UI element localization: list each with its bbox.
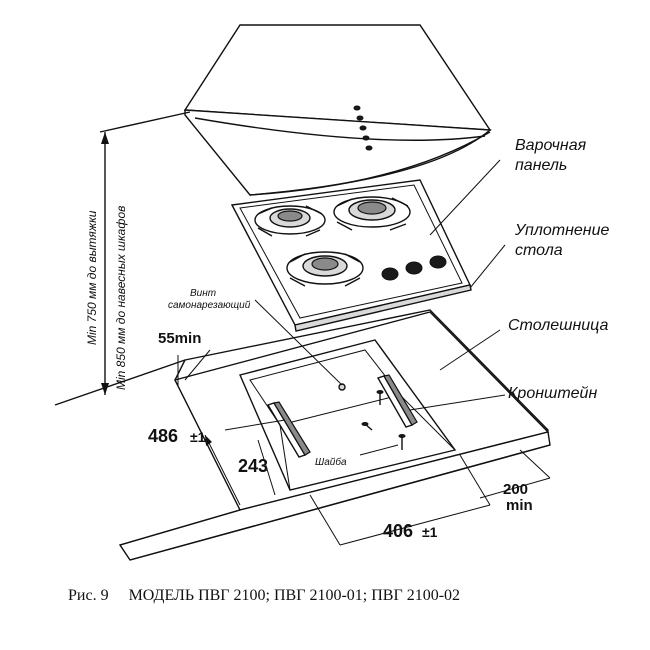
burner-bottom: [286, 251, 364, 287]
hob: [230, 179, 472, 332]
bracket-right: [376, 374, 418, 428]
dim-243: 243: [238, 456, 268, 476]
dim-200: 200: [503, 481, 528, 498]
dim-406: 406: [383, 521, 413, 541]
hob-label-line1: Варочная: [515, 137, 587, 154]
countertop: [54, 309, 551, 561]
min-cabinets-label: Min 850 мм до навесных шкафов: [114, 206, 128, 390]
bracket-left: [266, 401, 311, 458]
seal-label-line1: Уплотнение: [514, 222, 610, 239]
screw-label-line1: Винт: [190, 288, 216, 299]
dim-406-tol: ±1: [422, 524, 438, 540]
hob-label-line2: панель: [515, 157, 567, 174]
figure-caption: Рис. 9 МОДЕЛЬ ПВГ 2100; ПВГ 2100-01; ПВГ…: [68, 587, 460, 604]
dimension-lines: [177, 349, 551, 546]
knobs: [381, 255, 447, 281]
leader-lines: [254, 159, 506, 456]
countertop-label: Столешница: [508, 317, 608, 334]
screw-label-line2: самонарезающий: [168, 300, 251, 311]
screw-parts: [338, 383, 406, 450]
washer-label: Шайба: [315, 456, 347, 468]
dim-200-min: min: [506, 497, 533, 514]
hood-lights: [353, 105, 373, 151]
dim-486-tol: ±1: [190, 429, 206, 445]
dim-55min: 55min: [158, 330, 201, 347]
burner-top-right: [333, 196, 411, 231]
min-hood-label: Min 750 мм до вытяжки: [85, 210, 99, 345]
dim-486: 486: [148, 426, 178, 446]
hood: [183, 24, 492, 196]
seal-label-line2: стола: [515, 242, 563, 259]
bracket-label: Кронштейн: [508, 385, 597, 402]
min-height-dimension: Min 750 мм до вытяжки Min 850 мм до наве…: [85, 111, 191, 395]
burner-top-left: [254, 205, 326, 237]
